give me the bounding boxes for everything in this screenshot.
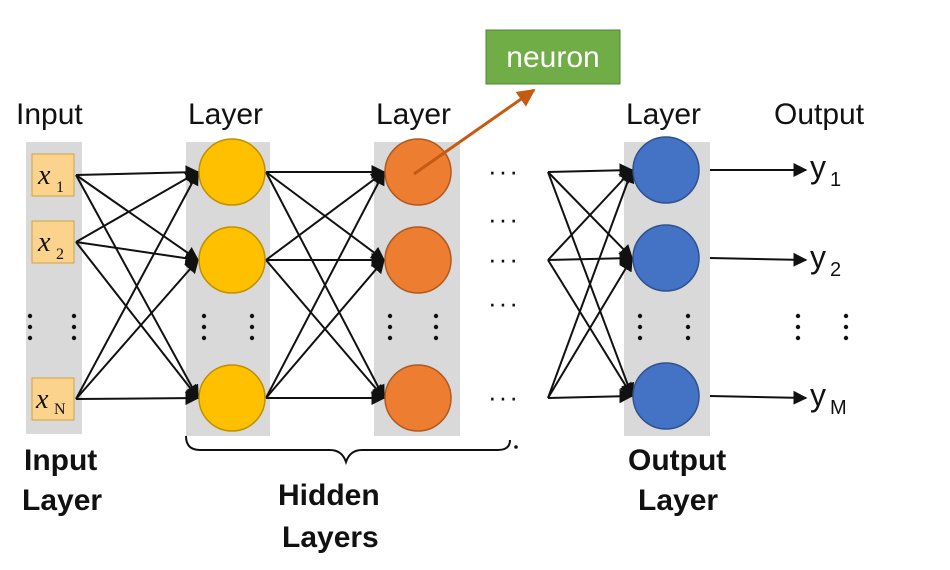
hidden1-neuron-1 — [198, 138, 266, 206]
neuron-callout-label: neuron — [506, 41, 599, 74]
neuron-callout-box — [485, 29, 621, 85]
ellipsis-row-1: ··· — [488, 156, 520, 186]
output-y2-subscript: 2 — [830, 259, 841, 281]
vertical-ellipsis-dot-5-3 — [387, 335, 393, 341]
hidden2-neuron-3 — [384, 364, 452, 432]
vertical-ellipsis-dot-7-3 — [637, 335, 643, 341]
vertical-ellipsis-dot-4-1 — [249, 313, 255, 319]
input-x2: x 2 — [31, 220, 75, 264]
prev-to-output-edge-2-1 — [547, 168, 633, 261]
input-x2-subscript: 2 — [56, 246, 64, 263]
header-layer-1: Layer — [188, 98, 263, 131]
vertical-ellipsis-dot-2-3 — [71, 335, 77, 341]
input-to-hidden1-edge-1-1 — [75, 165, 200, 180]
output-ym-subscript: M — [830, 397, 847, 419]
prev-to-output-edge-2-2 — [547, 251, 634, 266]
input-xn-subscript: N — [54, 401, 66, 418]
hidden-layers-brace — [185, 435, 511, 466]
input-x2-symbol: x — [37, 227, 51, 258]
vertical-ellipsis-dot-10-1 — [843, 313, 849, 319]
caption-input-layer-line2: Layer — [22, 484, 102, 517]
output-y1-subscript: 1 — [830, 169, 841, 191]
vertical-ellipsis-dot-6-3 — [433, 335, 439, 341]
input-to-hidden1-edge-2-1 — [75, 171, 200, 243]
prev-to-output-edge-3-2 — [547, 256, 633, 399]
caption-output-layer-line1: Output — [628, 444, 726, 477]
output-arrow-3 — [709, 390, 808, 405]
vertical-ellipsis-dot-8-2 — [685, 324, 691, 330]
caption-hidden-layers-line2: Layers — [282, 521, 379, 554]
vertical-ellipsis-dot-2-1 — [71, 313, 77, 319]
vertical-ellipsis-dot-6-1 — [433, 313, 439, 319]
neuron-callout-arrow — [413, 88, 536, 176]
vertical-ellipsis-dot-4-2 — [249, 324, 255, 330]
vertical-ellipsis-dot-1-2 — [27, 324, 33, 330]
header-layer-output: Layer — [626, 98, 701, 131]
vertical-ellipsis-dot-6-2 — [433, 324, 439, 330]
vertical-ellipsis-dot-3-3 — [201, 335, 207, 341]
input-xn: x N — [31, 377, 75, 421]
output-y2-symbol: y — [810, 239, 826, 275]
hidden1-to-hidden2-edge-2-1 — [265, 171, 386, 261]
hidden1-neuron-2 — [198, 226, 266, 294]
input-to-hidden1-edge-1-2 — [75, 174, 200, 261]
vertical-ellipsis-dot-1-3 — [27, 335, 33, 341]
vertical-ellipsis-dot-8-3 — [685, 335, 691, 341]
vertical-ellipsis-dot-3-1 — [201, 313, 207, 319]
vertical-ellipsis-dot-9-3 — [795, 335, 801, 341]
output-arrow-2 — [709, 252, 808, 267]
caption-hidden-layers-line1: Hidden — [278, 479, 380, 512]
ellipsis-row-2: ··· — [488, 204, 520, 234]
vertical-ellipsis-dot-5-1 — [387, 313, 393, 319]
vertical-ellipsis-dot-7-2 — [637, 324, 643, 330]
input-to-hidden1-edge-2-2 — [75, 241, 200, 266]
vertical-ellipsis-dot-2-2 — [71, 324, 77, 330]
vertical-ellipses — [27, 313, 849, 341]
input-to-hidden1-edge-3-3 — [75, 391, 200, 406]
input-x1: x 1 — [31, 153, 75, 197]
prev-to-output-edge-1-1 — [547, 163, 634, 178]
input-x1-subscript: 1 — [56, 179, 64, 196]
hidden2-neuron-2 — [384, 226, 452, 294]
ellipsis-row-4: ··· — [488, 288, 520, 318]
header-output: Output — [774, 98, 865, 131]
output-neuron-3 — [632, 362, 700, 430]
output-neuron-2 — [632, 224, 700, 292]
input-to-hidden1-edge-3-2 — [75, 258, 199, 400]
vertical-ellipsis-dot-9-2 — [795, 324, 801, 330]
vertical-ellipsis-dot-3-2 — [201, 324, 207, 330]
output-neuron-1 — [632, 136, 700, 204]
vertical-ellipsis-dot-7-1 — [637, 313, 643, 319]
brace-end-dot — [514, 445, 518, 449]
vertical-ellipsis-dot-9-1 — [795, 313, 801, 319]
connection-edges — [75, 163, 635, 406]
prev-to-output-edge-3-3 — [547, 389, 634, 404]
prev-to-output-edge-3-1 — [547, 168, 635, 399]
input-to-hidden1-edge-3-1 — [75, 170, 199, 400]
output-y1-symbol: y — [810, 149, 826, 185]
output-ym-symbol: y — [810, 377, 826, 413]
hidden1-to-hidden2-edge-3-2 — [265, 258, 385, 399]
hidden1-neuron-3 — [198, 364, 266, 432]
hidden1-to-hidden2-edge-3-1 — [265, 170, 385, 399]
header-input: Input — [16, 98, 83, 131]
ellipsis-row-5: ··· — [488, 382, 520, 412]
ellipsis-row-3: ··· — [488, 244, 520, 274]
input-xn-symbol: x — [35, 384, 49, 415]
vertical-ellipsis-dot-1-1 — [27, 313, 33, 319]
input-x1-symbol: x — [37, 160, 51, 191]
vertical-ellipsis-dot-10-3 — [843, 335, 849, 341]
vertical-ellipsis-dot-5-2 — [387, 324, 393, 330]
input-to-hidden1-edge-2-3 — [75, 241, 199, 400]
caption-input-layer-line1: Input — [24, 444, 97, 477]
vertical-ellipsis-dot-4-3 — [249, 335, 255, 341]
vertical-ellipsis-dot-10-2 — [843, 324, 849, 330]
vertical-ellipsis-dot-8-1 — [685, 313, 691, 319]
caption-output-layer-line2: Layer — [638, 484, 718, 517]
header-layer-2: Layer — [376, 98, 451, 131]
